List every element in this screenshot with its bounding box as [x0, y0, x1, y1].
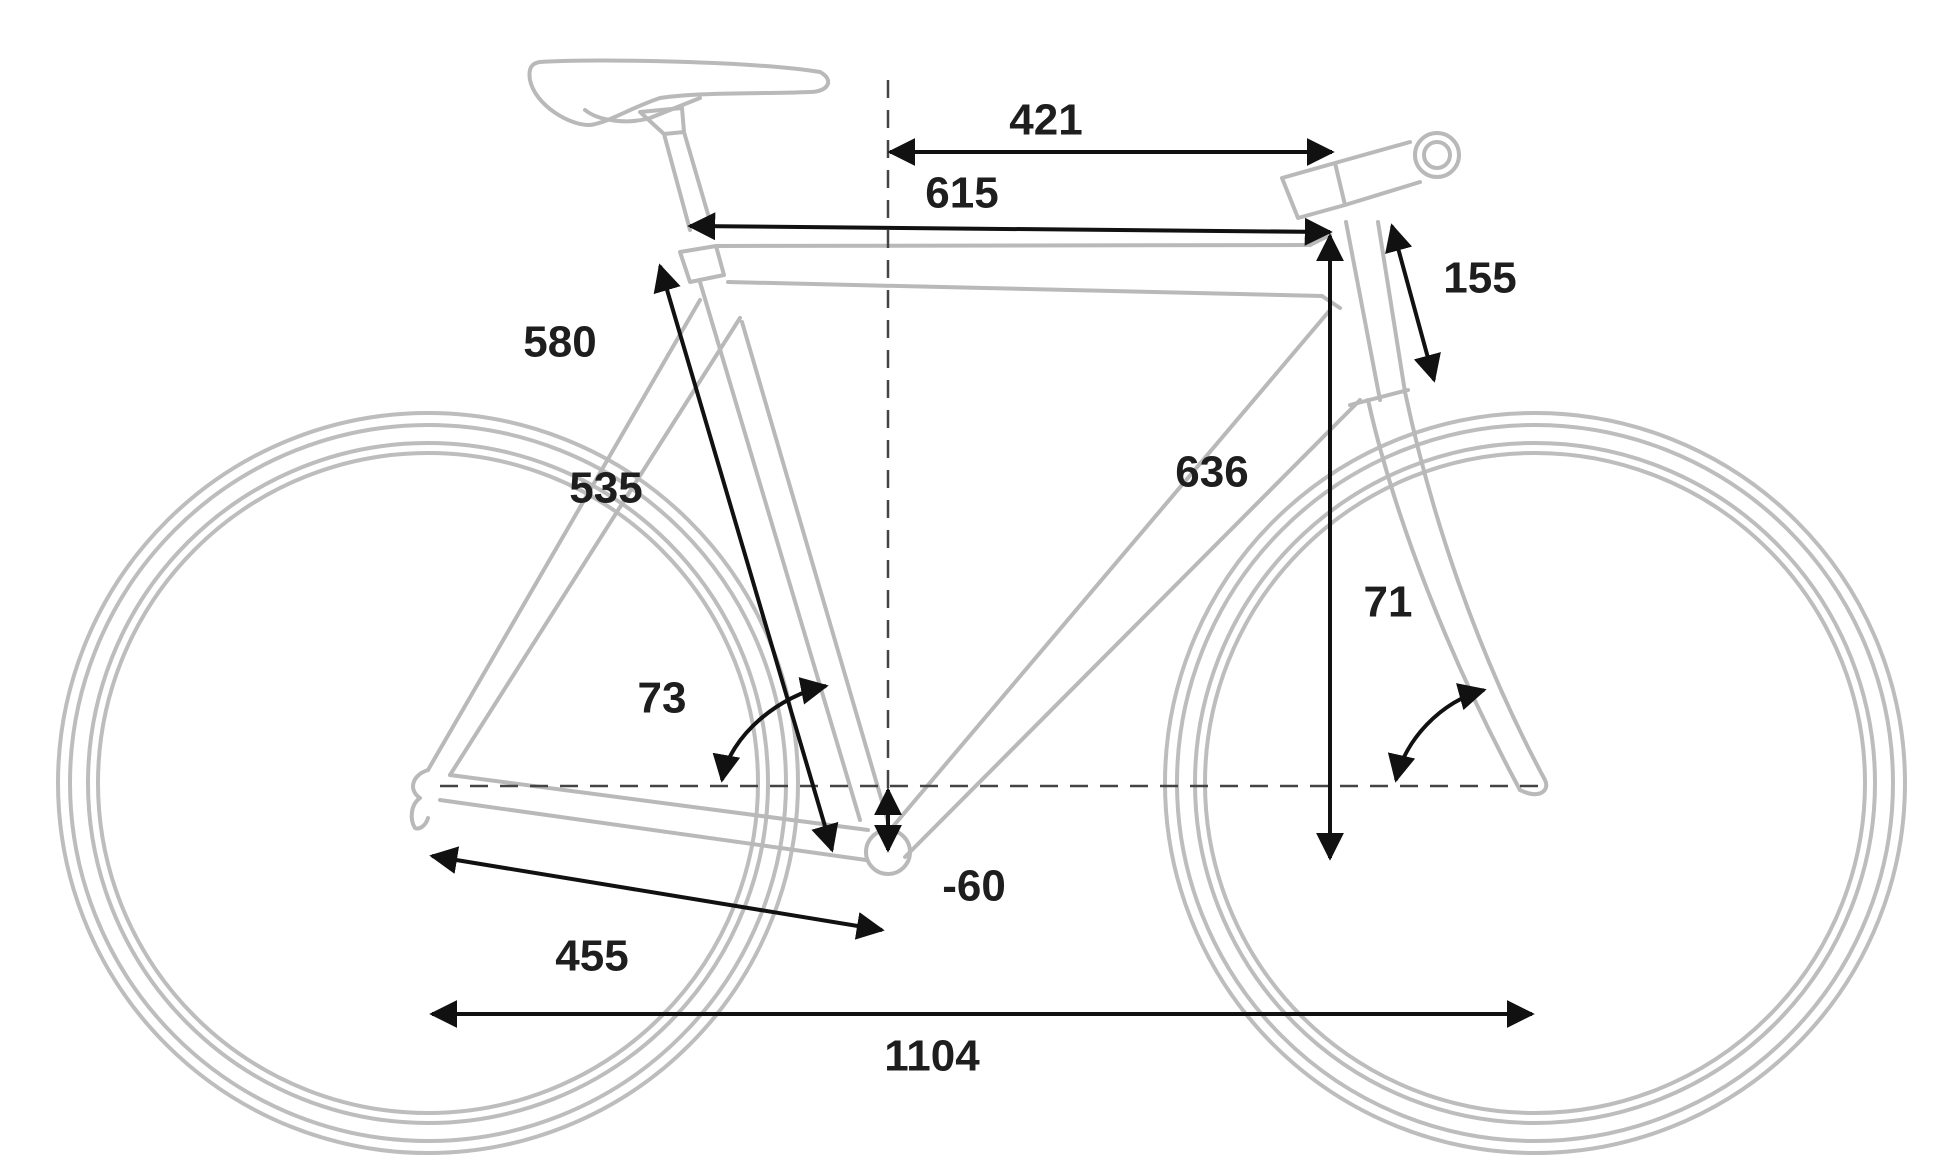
- saddle: [527, 58, 831, 128]
- arrow-head-tube: [1385, 223, 1441, 383]
- label-reach: 421: [1009, 96, 1082, 145]
- front-wheel: [1163, 411, 1907, 1155]
- fork: [1366, 390, 1549, 797]
- label-chainstay: 455: [555, 932, 628, 981]
- arrow-top-tube: [687, 212, 1333, 246]
- dimension-labels: 421 615 155 580 535 636 71 73 -60 455 11…: [523, 96, 1516, 1081]
- stem: [1280, 140, 1422, 220]
- chain-stay: [438, 773, 870, 862]
- label-head-angle: 71: [1364, 578, 1413, 627]
- label-stack: 636: [1175, 448, 1248, 497]
- arc-head-angle: [1387, 683, 1487, 783]
- label-wheelbase: 1104: [884, 1032, 980, 1081]
- label-seat-angle: 73: [638, 674, 687, 723]
- arrow-chainstay: [429, 846, 885, 940]
- label-top-tube: 615: [925, 169, 998, 218]
- top-tube: [714, 243, 1324, 298]
- down-tube: [888, 308, 1362, 859]
- label-bb-drop: -60: [942, 862, 1006, 911]
- seatpost: [638, 106, 714, 232]
- label-seat-tube-ct: 580: [523, 318, 596, 367]
- arrow-seat-tube: [653, 263, 839, 853]
- arc-seat-angle: [712, 677, 829, 783]
- label-head-tube: 155: [1443, 254, 1516, 303]
- seat-stay: [426, 298, 742, 777]
- rear-dropout: [409, 768, 430, 831]
- dimension-arrows: [429, 138, 1535, 1028]
- label-seat-tube-cc: 535: [569, 464, 642, 513]
- rear-wheel: [56, 411, 800, 1155]
